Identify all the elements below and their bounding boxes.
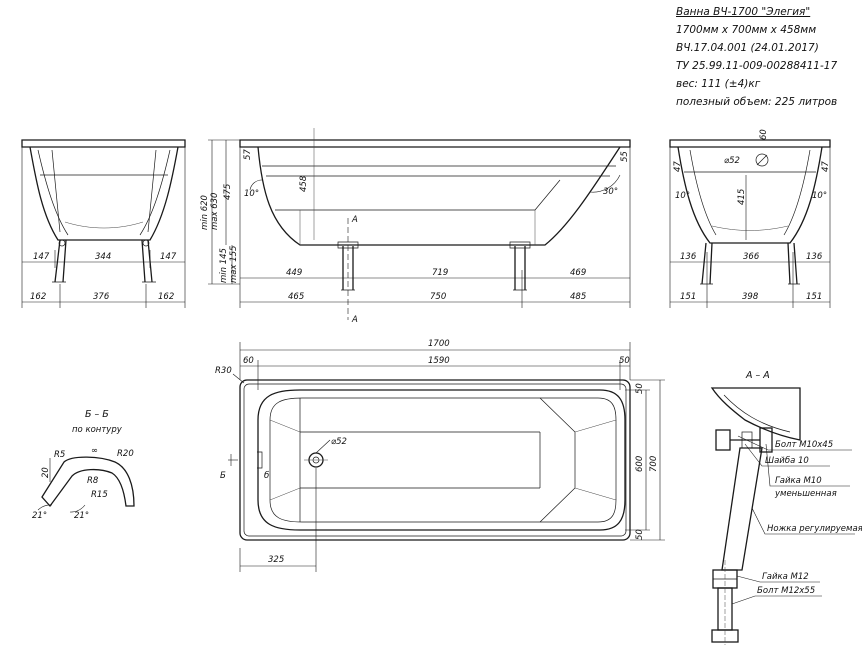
end-angle-left: 10°	[675, 191, 690, 201]
plan-rim-bottom: 50	[635, 529, 645, 540]
side-bottom-dim-3: 485	[570, 292, 586, 302]
section-b-thickness: 20	[41, 467, 51, 478]
end-top-dim-3: 136	[806, 252, 823, 262]
front-top-dim-2: 344	[95, 252, 111, 262]
plan-drain-offset: 325	[268, 555, 284, 565]
end-angle-right: 10°	[812, 191, 827, 201]
side-leg-max: max 155	[229, 246, 239, 283]
end-top-dim-2: 366	[743, 252, 760, 262]
side-top-dim-3: 469	[570, 268, 586, 278]
end-depth: 415	[737, 189, 747, 205]
product-name: Ванна ВЧ-1700 "Элегия"	[676, 6, 811, 18]
side-height-max: max 630	[210, 193, 220, 230]
end-bottom-dim-3: 151	[806, 292, 822, 302]
plan-drain-dim: ⌀52	[331, 437, 347, 447]
front-bottom-dim-2: 376	[93, 292, 110, 302]
side-bottom-dim-1: 465	[288, 292, 304, 302]
front-top-dim-1: 147	[33, 252, 50, 262]
product-volume: полезный объем: 225 литров	[676, 96, 838, 108]
side-depth: 475	[223, 184, 233, 200]
side-height-min: min 620	[200, 195, 210, 230]
side-depth-2: 458	[299, 175, 309, 192]
plan-rim-top: 50	[635, 383, 645, 394]
section-b-r15: R15	[91, 490, 108, 500]
plan-inner-width: 600	[635, 456, 645, 472]
section-b-r8: R8	[87, 476, 99, 486]
section-b-subtitle: по контуру	[72, 425, 123, 435]
end-bottom-dim-2: 398	[742, 292, 759, 302]
side-angle-right: 30°	[603, 187, 618, 197]
side-rim-right: 55	[620, 151, 630, 162]
front-bottom-dim-1: 162	[30, 292, 46, 302]
part-bolt-m10: Болт М10х45	[775, 440, 833, 450]
plan-section-mark: Б	[220, 471, 226, 481]
front-top-dim-3: 147	[160, 252, 177, 262]
plan-rim-right: 50	[619, 356, 630, 366]
plan-inner-length: 1590	[428, 356, 450, 366]
section-a: А – А Болт М10х45 Шайба 10 Гайка М10 уме…	[710, 370, 862, 645]
product-weight: вес: 111 (±4)кг	[676, 78, 761, 90]
end-drain-dim: ⌀52	[724, 156, 740, 166]
section-a-title: А – А	[745, 370, 770, 381]
end-view: ⌀52 60 136 366 136 151 398 151 47 47 10°…	[669, 129, 831, 308]
side-angle-left: 10°	[244, 189, 259, 199]
product-spec: ТУ 25.99.11-009-00288411-17	[676, 60, 838, 72]
part-adjustable-leg: Ножка регулируемая	[767, 524, 862, 534]
part-nut-m10-note: уменьшенная	[774, 489, 837, 499]
section-b-angle-1: 21°	[32, 511, 47, 521]
part-nut-m10: Гайка М10	[775, 476, 822, 486]
section-b-inf: ∞	[91, 446, 98, 456]
end-bottom-dim-1: 151	[680, 292, 696, 302]
plan-view: ⌀52 Б б 1700 1590 60 50 R30 700 600 50 5…	[215, 339, 665, 572]
side-bottom-dim-2: 750	[430, 292, 446, 302]
product-code: ВЧ.17.04.001 (24.01.2017)	[676, 42, 819, 54]
end-rim-right: 47	[821, 161, 831, 172]
side-leg-min: min 145	[219, 248, 229, 283]
side-section-mark: А	[351, 215, 358, 225]
part-washer: Шайба 10	[765, 456, 809, 466]
product-size: 1700мм х 700мм х 458мм	[676, 24, 817, 36]
end-rim-left: 47	[673, 161, 683, 172]
section-b-title: Б – Б	[85, 409, 109, 420]
side-section-mark-bottom: А	[351, 315, 358, 325]
section-b-r5: R5	[54, 450, 65, 460]
plan-rim-left: 60	[243, 356, 254, 366]
part-nut-m12: Гайка М12	[762, 572, 809, 582]
plan-section-mark-small: б	[264, 471, 269, 481]
front-view: 147 344 147 162 376 162	[21, 139, 186, 308]
plan-length: 1700	[428, 339, 450, 349]
section-b-r20: R20	[117, 449, 134, 459]
part-bolt-m12: Болт М12х55	[757, 586, 815, 596]
plan-width: 700	[649, 456, 659, 472]
end-top-dim-1: 136	[680, 252, 697, 262]
side-rim-left: 57	[243, 149, 253, 160]
side-top-dim-2: 719	[432, 268, 448, 278]
side-view: А А 449 719 469 465 750 485 min 620 max …	[200, 128, 631, 325]
plan-radius: R30	[215, 366, 232, 376]
section-b-angle-2: 21°	[74, 511, 89, 521]
end-overflow-dim: 60	[759, 129, 769, 140]
front-bottom-dim-3: 162	[158, 292, 174, 302]
side-top-dim-1: 449	[286, 268, 302, 278]
section-b: Б – Б по контуру 20 R5 ∞ R20 R8 R15 21° …	[32, 409, 135, 521]
